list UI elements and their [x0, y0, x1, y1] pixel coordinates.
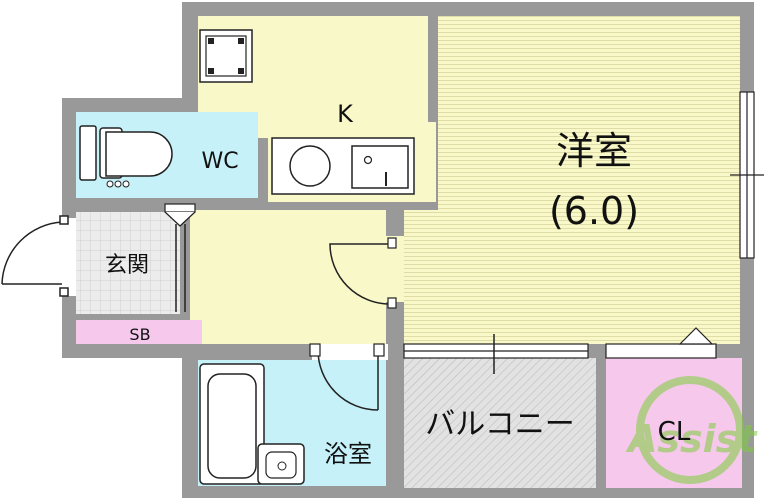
closet-door — [605, 327, 717, 359]
entrance-floor — [76, 212, 180, 314]
western-room-floor — [438, 16, 740, 344]
wc-label: WC — [201, 149, 238, 174]
kitchen-label: K — [337, 100, 354, 128]
washing-machine-icon — [199, 29, 253, 83]
shoe-box-label: SB — [129, 325, 150, 344]
kitchen-counter — [271, 137, 415, 195]
entrance-door — [0, 215, 76, 297]
bathroom-label: 浴室 — [324, 440, 372, 468]
balcony-label: バルコニー — [425, 407, 574, 442]
window — [730, 91, 764, 259]
assist-logo-text: Assist — [625, 417, 758, 461]
western-room-door — [329, 236, 404, 309]
washbasin-icon — [257, 443, 305, 485]
balcony-sliding-door — [403, 334, 589, 374]
western-room-annex-floor — [404, 210, 444, 344]
entrance-label: 玄関 — [105, 253, 149, 278]
western-room-size: (6.0) — [549, 189, 639, 233]
western-room-label: 洋室 — [556, 129, 632, 173]
assist-logo: Assist — [625, 376, 758, 484]
bathtub-icon — [199, 363, 265, 485]
toilet-icon — [79, 125, 173, 188]
closet-label: CL — [658, 417, 691, 447]
wc-door — [164, 203, 196, 312]
shoe-box-area — [76, 320, 202, 344]
balcony-floor — [404, 358, 596, 488]
bathroom-door — [309, 343, 388, 411]
